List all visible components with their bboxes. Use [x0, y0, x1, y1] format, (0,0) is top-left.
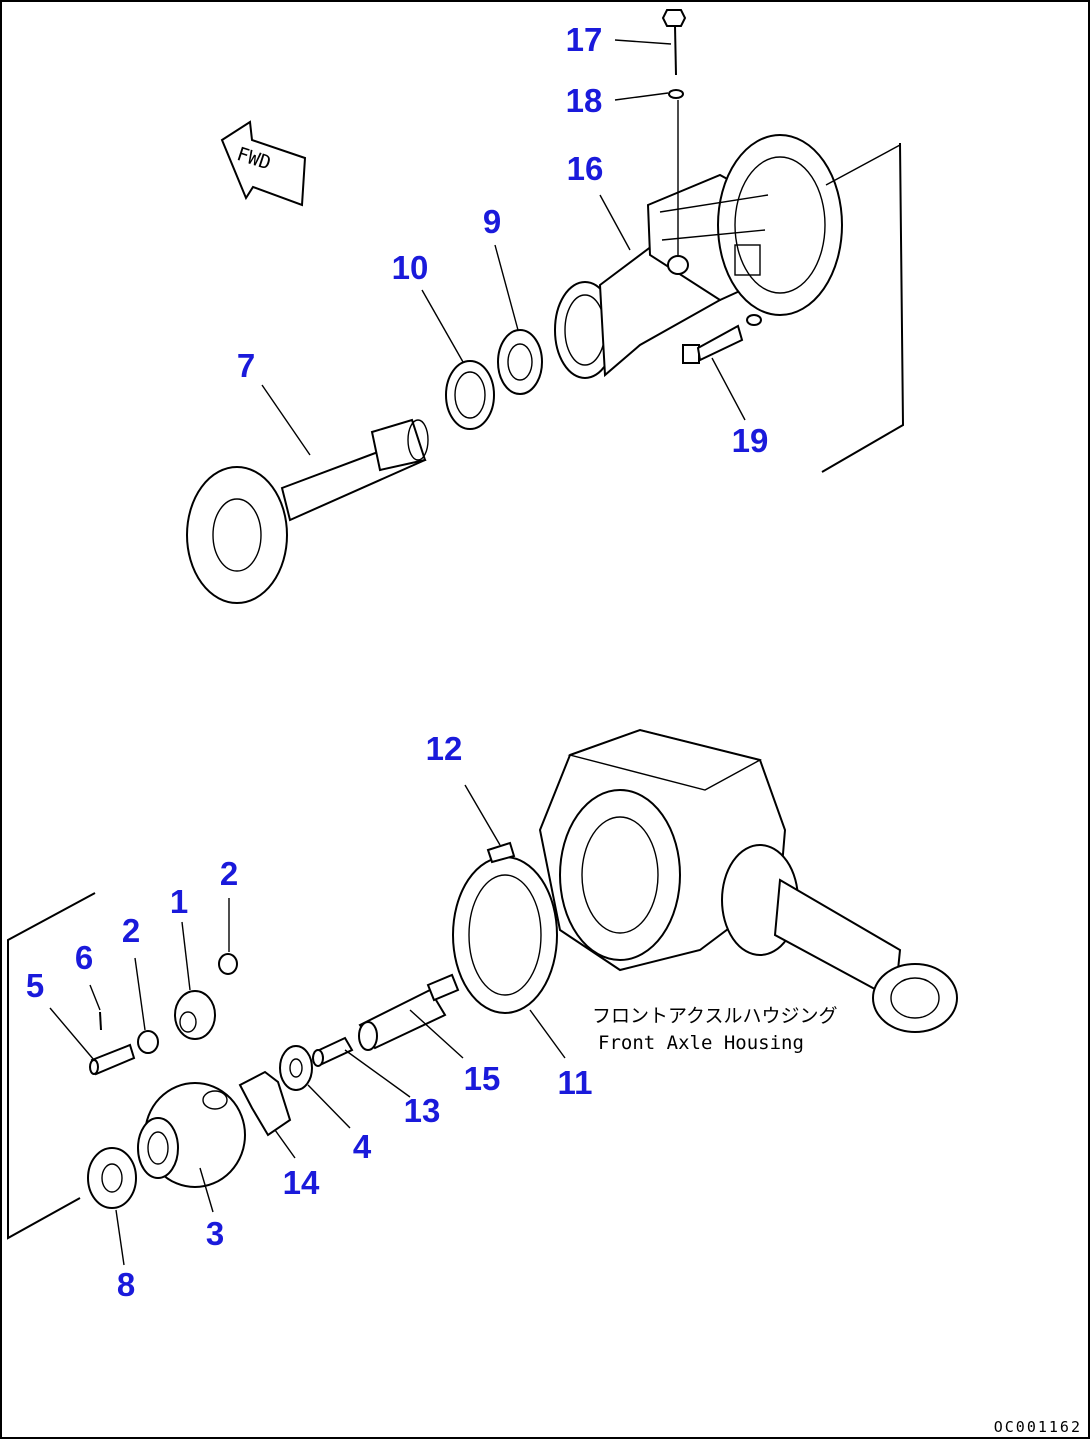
axle-housing-part [554, 134, 905, 473]
callout-3: 3 [206, 1215, 224, 1252]
washer-part-4 [279, 1045, 313, 1091]
spider-pin-part-5 [89, 1043, 136, 1076]
callout-7: 7 [237, 347, 255, 384]
bearing-part-8 [87, 1147, 137, 1209]
callout-17: 17 [566, 21, 603, 58]
thrust-washer-part-2-lower [137, 1030, 159, 1054]
leader-lines [49, 39, 746, 1266]
thrust-washer-part-2-upper [218, 953, 238, 975]
callout-16: 16 [567, 150, 604, 187]
callout-14: 14 [283, 1164, 320, 1201]
callout-18: 18 [566, 82, 603, 119]
bearing-part-9 [497, 329, 543, 395]
callout-4: 4 [353, 1128, 372, 1165]
callout-11: 11 [558, 1064, 593, 1101]
differential-case-part-3 [137, 1082, 246, 1188]
callout-2-lower: 2 [122, 912, 140, 949]
callout-15: 15 [464, 1060, 501, 1097]
callout-6: 6 [75, 939, 93, 976]
axle-shaft-part [186, 418, 429, 604]
pin-part-6 [99, 1011, 102, 1031]
callout-1: 1 [170, 883, 188, 920]
pinion-shaft-part-15 [358, 973, 460, 1051]
pinion-gear-part-1 [174, 990, 216, 1040]
group-bracket [7, 892, 96, 1240]
callout-9: 9 [483, 203, 501, 240]
callout-numbers: 17 18 16 9 10 7 19 12 2 1 2 6 5 15 11 13… [26, 21, 769, 1303]
callout-19: 19 [732, 422, 769, 459]
pin-part-12 [486, 841, 516, 864]
lock-plate-part-14 [238, 1070, 292, 1137]
bolt-part-19 [682, 314, 762, 364]
callout-5: 5 [26, 967, 44, 1004]
drawing-id: OC001162 [994, 1418, 1082, 1436]
housing-label-jp: フロントアクスルハウジング [592, 1005, 837, 1027]
ring-gear-part-11 [452, 856, 558, 1014]
housing-label-en: Front Axle Housing [598, 1032, 804, 1054]
callout-10: 10 [392, 249, 429, 286]
callout-8: 8 [117, 1266, 135, 1303]
dipstick-part [661, 9, 687, 76]
front-axle-housing [538, 728, 958, 1033]
seal-ring-part-10 [445, 360, 495, 430]
callout-13: 13 [404, 1092, 441, 1129]
fwd-direction-arrow: FWD [220, 120, 307, 207]
bolt-part-13 [312, 1036, 354, 1067]
callout-12: 12 [426, 730, 463, 767]
washer-part-18 [668, 89, 684, 99]
callout-2-upper: 2 [220, 855, 238, 892]
